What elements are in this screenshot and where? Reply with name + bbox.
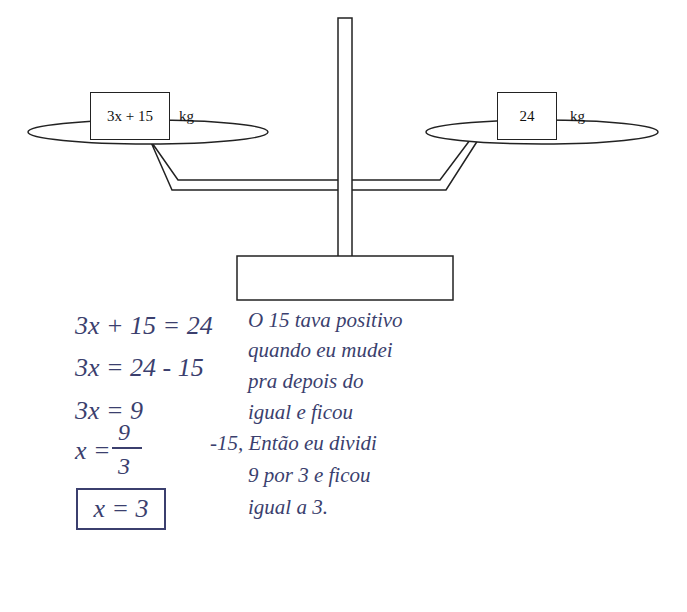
weight-value: 24 xyxy=(520,108,535,125)
handwritten-step: x = xyxy=(75,438,111,464)
handwritten-note: 9 por 3 e ficou xyxy=(248,465,370,486)
fraction-bar xyxy=(112,447,142,449)
handwritten-step: 3x + 15 = 24 xyxy=(75,313,213,339)
scale-base xyxy=(237,256,453,300)
handwritten-step: 9 xyxy=(118,420,130,444)
right-arm xyxy=(352,140,478,190)
weight-value: 3x + 15 xyxy=(107,108,153,125)
scale-post xyxy=(338,18,352,258)
unit-label: kg xyxy=(179,108,194,125)
handwritten-note: -15, Então eu dividi xyxy=(210,433,377,454)
handwritten-note: quando eu mudei xyxy=(248,340,393,361)
left-arm xyxy=(150,140,338,190)
handwritten-note: igual e ficou xyxy=(248,402,353,423)
weight-box: 3x + 15kg xyxy=(90,92,170,140)
handwritten-step: 3x = 24 - 15 xyxy=(75,355,204,381)
weight-value: x = 3 xyxy=(93,494,148,524)
answer-box: x = 3 xyxy=(76,488,166,530)
unit-label: kg xyxy=(570,108,585,125)
handwritten-step: 3x = 9 xyxy=(75,398,143,424)
handwritten-step: 3 xyxy=(118,454,130,478)
weight-box: 24kg xyxy=(497,92,557,140)
handwritten-note: pra depois do xyxy=(248,371,364,392)
handwritten-note: igual a 3. xyxy=(248,497,328,518)
handwritten-note: O 15 tava positivo xyxy=(248,310,403,331)
